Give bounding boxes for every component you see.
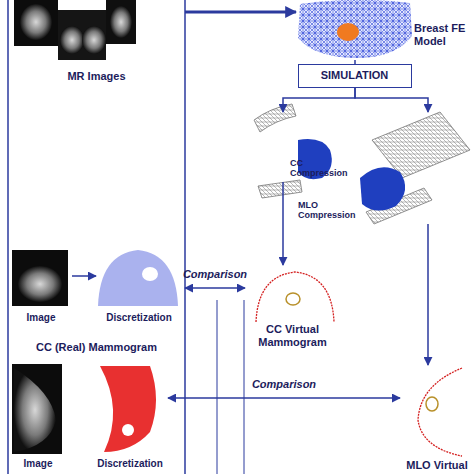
simulation-step: MLO Compression	[296, 112, 474, 224]
image-tile: Image	[10, 248, 72, 328]
node-text: Breast FE Model	[414, 22, 474, 47]
edge-label: Comparison	[252, 378, 316, 390]
flow-arrow	[185, 287, 245, 289]
simulation-step: CC Compression	[250, 112, 350, 182]
flow-arrow	[355, 88, 428, 112]
process-box: SIMULATION	[298, 64, 412, 88]
node-text: Discretization	[96, 312, 182, 324]
edge-label: Comparison	[183, 268, 247, 280]
discretization-tile: Discretization	[92, 362, 168, 474]
flow-arrow	[427, 224, 429, 365]
node-text: MR Images	[8, 70, 185, 83]
real-mammogram-panel: CC (Real) Mammogram Image Discretization	[8, 245, 185, 360]
virtual-mammogram: CC Virtual Mammogram	[245, 265, 340, 355]
flow-arrow	[185, 11, 296, 14]
flow-arrow	[283, 88, 355, 112]
discretization-tile: Discretization	[96, 248, 182, 328]
node-text: SIMULATION	[299, 69, 410, 82]
node-text: CC (Real) Mammogram	[8, 341, 185, 354]
flow-arrow	[354, 60, 356, 64]
image-tile: Image	[8, 362, 68, 474]
node-text: CC Virtual Mammogram	[245, 323, 340, 348]
virtual-mammogram: MLO Virtual	[400, 365, 474, 474]
image-panel: MR Images	[8, 0, 185, 92]
node-text: MLO Virtual	[400, 459, 474, 472]
node-text: Image	[8, 458, 68, 470]
node-text: Image	[10, 312, 72, 324]
flow-arrow	[72, 275, 96, 277]
node-text: MLO Compression	[298, 200, 360, 221]
node-text: CC Compression	[290, 158, 350, 179]
node-text: Discretization	[92, 458, 168, 470]
flow-arrow	[282, 182, 284, 265]
flow-arrow	[168, 397, 400, 399]
model-panel: Breast FE Model	[296, 0, 474, 60]
